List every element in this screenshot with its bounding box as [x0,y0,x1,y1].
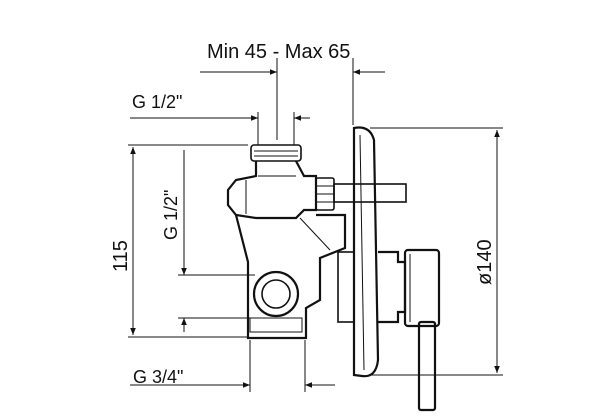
diameter-dimension: ø140 [370,127,503,376]
bottom-inlet-label: G 3/4" [133,367,183,387]
mixer-body [226,144,407,340]
cover-plate [352,126,380,378]
outlet-side-label: G 1/2" [161,190,181,240]
min-max-label: Min 45 - Max 65 [207,41,350,63]
outlet-port-outer [252,270,300,318]
bottom-inlet-dimension: G 3/4" [130,340,335,392]
outlet-side-dimension: G 1/2" [161,150,255,332]
handle-hub [403,248,441,328]
diameter-label: ø140 [474,239,496,285]
outlet-port-inner [261,279,291,309]
upper-valve-body [226,160,318,220]
handle-collar [378,250,407,324]
top-inlet-nut [250,144,302,162]
inlet-top-label: G 1/2" [132,92,182,112]
handle-lever [417,320,437,412]
handle [378,248,441,412]
height-dimension: 115 [110,144,248,338]
lower-valve-body [234,213,347,340]
inlet-top-dimension: G 1/2" [130,92,310,145]
spindle [333,183,407,203]
min-max-dimension: Min 45 - Max 65 [200,41,385,140]
height-label: 115 [110,240,132,272]
